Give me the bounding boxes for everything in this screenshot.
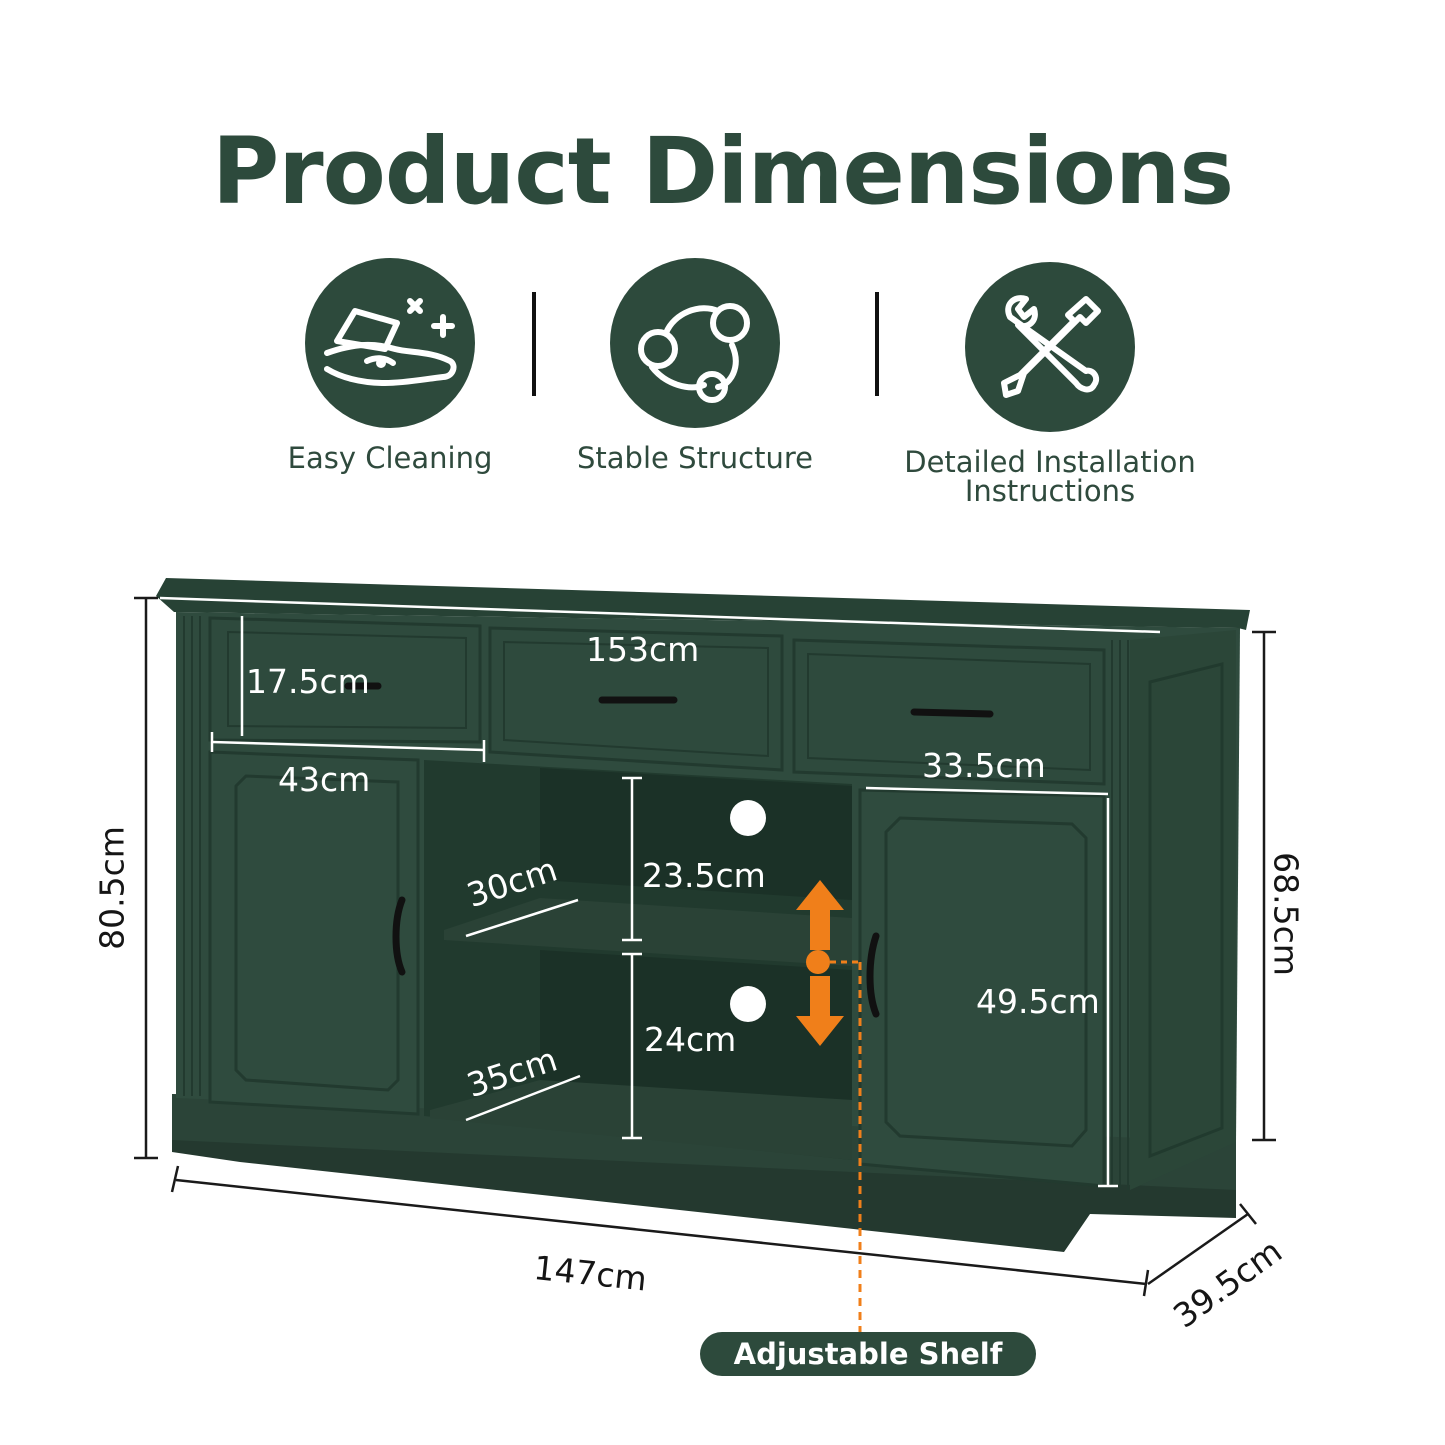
feature-icon-circle bbox=[305, 258, 475, 428]
feature-label: Stable Structure bbox=[577, 441, 813, 475]
interior-dimension-lines bbox=[159, 596, 1161, 1188]
dimension-lines bbox=[134, 596, 1276, 1297]
page-title: Product Dimensions bbox=[211, 118, 1234, 225]
dim-drawer-width: 43cm bbox=[278, 760, 371, 799]
feature-stable-structure: Stable Structure bbox=[570, 258, 820, 473]
drawer-left bbox=[208, 616, 482, 744]
door-left bbox=[208, 750, 420, 1116]
adjustable-shelf-indicator bbox=[796, 880, 862, 1334]
dim-upper-shelf-height: 23.5cm bbox=[642, 856, 766, 895]
hand-cleaning-icon bbox=[324, 298, 457, 386]
arrow-up-icon bbox=[796, 880, 844, 950]
cable-hole bbox=[730, 800, 766, 836]
feature-icon-circle bbox=[965, 262, 1135, 432]
adjustable-shelf bbox=[444, 898, 852, 966]
feature-easy-cleaning: Easy Cleaning bbox=[270, 258, 510, 473]
cable-hole bbox=[730, 986, 766, 1022]
dim-body-height: 68.5cm bbox=[1266, 852, 1306, 976]
dim-top-width: 153cm bbox=[586, 630, 700, 669]
cabinet-top bbox=[156, 578, 1250, 630]
wrench-screwdriver-icon bbox=[1001, 295, 1101, 398]
feature-label-line2: Instructions bbox=[964, 474, 1136, 508]
feature-icon-circle bbox=[610, 258, 780, 428]
adjustable-shelf-label: Adjustable Shelf bbox=[700, 1332, 1036, 1376]
dim-total-height: 80.5cm bbox=[92, 826, 132, 950]
dim-drawer-height: 17.5cm bbox=[246, 662, 370, 701]
dim-lower-shelf-height: 24cm bbox=[644, 1020, 737, 1059]
dim-side-drawer-width: 33.5cm bbox=[922, 746, 1046, 785]
arrow-down-icon bbox=[796, 976, 844, 1046]
feature-label-line1: Detailed Installation bbox=[904, 445, 1196, 479]
feature-label: Easy Cleaning bbox=[287, 441, 493, 475]
divider bbox=[875, 292, 879, 396]
cabinet-side bbox=[1130, 630, 1236, 1190]
dim-door-height: 49.5cm bbox=[976, 982, 1100, 1021]
bottom-shelf bbox=[430, 1080, 852, 1160]
divider bbox=[532, 292, 536, 396]
feature-detailed-installation: Detailed Installation Instructions bbox=[890, 262, 1210, 506]
triangle-nodes-icon bbox=[638, 303, 750, 403]
